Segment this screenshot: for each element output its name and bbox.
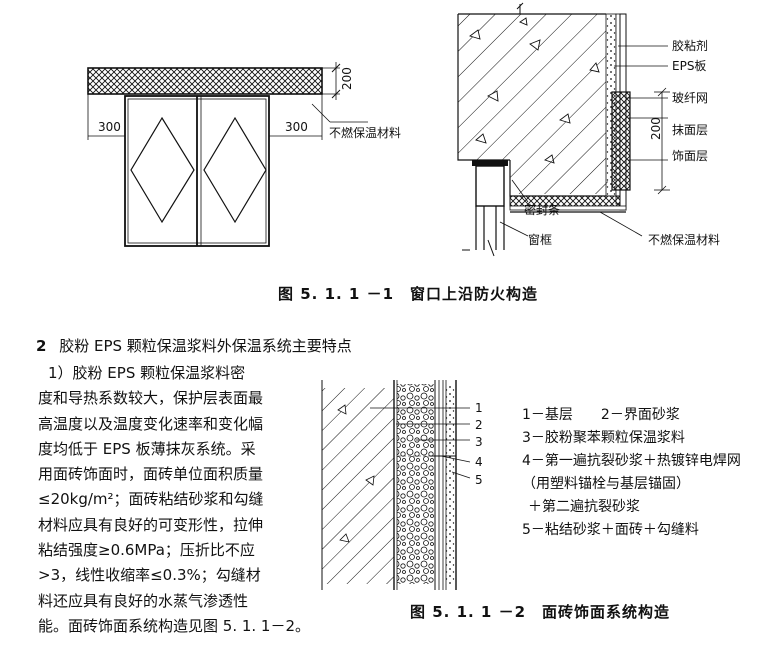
fig2-leaders <box>370 407 471 479</box>
section-heading-number: 2 <box>36 337 47 355</box>
legend-line: 1－基层 2－界面砂浆 <box>522 407 680 423</box>
label-window-frame: 窗框 <box>528 233 552 247</box>
fig2-num-2: 2 <box>475 418 483 432</box>
para-line: 粘结强度≥0.6MPa；压折比不应 <box>38 541 255 560</box>
label-plaster-layer: 抹面层 <box>672 123 708 137</box>
body-paragraph: 1）胶粉 EPS 颗粒保温浆料密 度和导热系数较大，保护层表面最 高温度以及温度… <box>38 361 310 639</box>
para-line: >3，线性收缩率≤0.3%；勾缝材 <box>38 566 261 585</box>
dim-300-right: 300 <box>285 120 308 134</box>
figure-1-caption: 图 5. 1. 1 －1 窗口上沿防火构造 <box>278 285 539 303</box>
label-adhesive: 胶粘剂 <box>672 38 708 53</box>
fig2-num-4: 4 <box>475 455 483 469</box>
fig2-num-1: 1 <box>475 401 483 415</box>
dimension-lines-left <box>87 62 368 140</box>
label-eps-board: EPS板 <box>672 59 706 73</box>
label-noncombustible-right: 不燃保温材料 <box>648 232 720 247</box>
para-line: 度均低于 EPS 板薄抹灰系统。采 <box>38 439 256 458</box>
dim-200-right: 200 <box>649 117 663 140</box>
legend-line: 5－粘结砂浆＋面砖＋勾缝料 <box>522 522 699 538</box>
para-line: 度和导热系数较大，保护层表面最 <box>38 389 264 408</box>
window-frame <box>124 95 270 247</box>
para-line: 1）胶粉 EPS 颗粒保温浆料密 <box>48 364 246 382</box>
dim-300-left: 300 <box>98 120 121 134</box>
label-fiberglass-mesh: 玻纤网 <box>672 91 708 105</box>
dim-200-left: 200 <box>340 67 354 90</box>
para-line: 材料应具有良好的可变形性，拉伸 <box>38 515 264 534</box>
fig2-num-5: 5 <box>475 473 483 487</box>
legend-line: （用塑料锚栓与基层锚固） <box>522 476 690 492</box>
fire-barrier-strip <box>87 67 323 95</box>
section-heading-text: 胶粉 EPS 颗粒保温浆料外保温系统主要特点 <box>59 337 352 355</box>
section-insulation <box>509 13 631 213</box>
para-line: 能。面砖饰面系统构造见图 5. 1. 1－2。 <box>38 616 311 635</box>
label-seal-strip: 密封条 <box>524 202 560 217</box>
legend-line: 4－第一遍抗裂砂浆＋热镀锌电焊网 <box>522 453 741 469</box>
figure-2-caption: 图 5. 1. 1 －2 面砖饰面系统构造 <box>410 603 671 621</box>
para-line: 高温度以及温度变化速率和变化幅 <box>38 414 264 433</box>
section-heading: 2 胶粉 EPS 颗粒保温浆料外保温系统主要特点 <box>36 335 352 356</box>
para-line: 用面砖饰面时，面砖单位面积质量 <box>38 465 264 484</box>
legend-line: ＋第二遍抗裂砂浆 <box>528 499 640 515</box>
leader-lines-right <box>499 45 670 237</box>
fig2-num-3: 3 <box>475 435 483 449</box>
section-wall <box>457 2 606 164</box>
section-wall-lower <box>509 160 608 197</box>
para-line: ≤20kg/m²；面砖粘结砂浆和勾缝 <box>38 490 264 509</box>
legend-line: 3－胶粉聚苯颗粒保温浆料 <box>522 430 685 446</box>
fig2-legend: 1－基层 2－界面砂浆 3－胶粉聚苯颗粒保温浆料 4－第一遍抗裂砂浆＋热镀锌电焊… <box>522 404 741 542</box>
para-line: 料还应具有良好的水蒸气渗透性 <box>38 591 249 610</box>
section-window-frame <box>462 160 508 257</box>
label-finish-layer: 饰面层 <box>672 149 708 163</box>
fig2-section <box>321 380 457 590</box>
label-noncombustible-left: 不燃保温材料 <box>329 125 401 140</box>
